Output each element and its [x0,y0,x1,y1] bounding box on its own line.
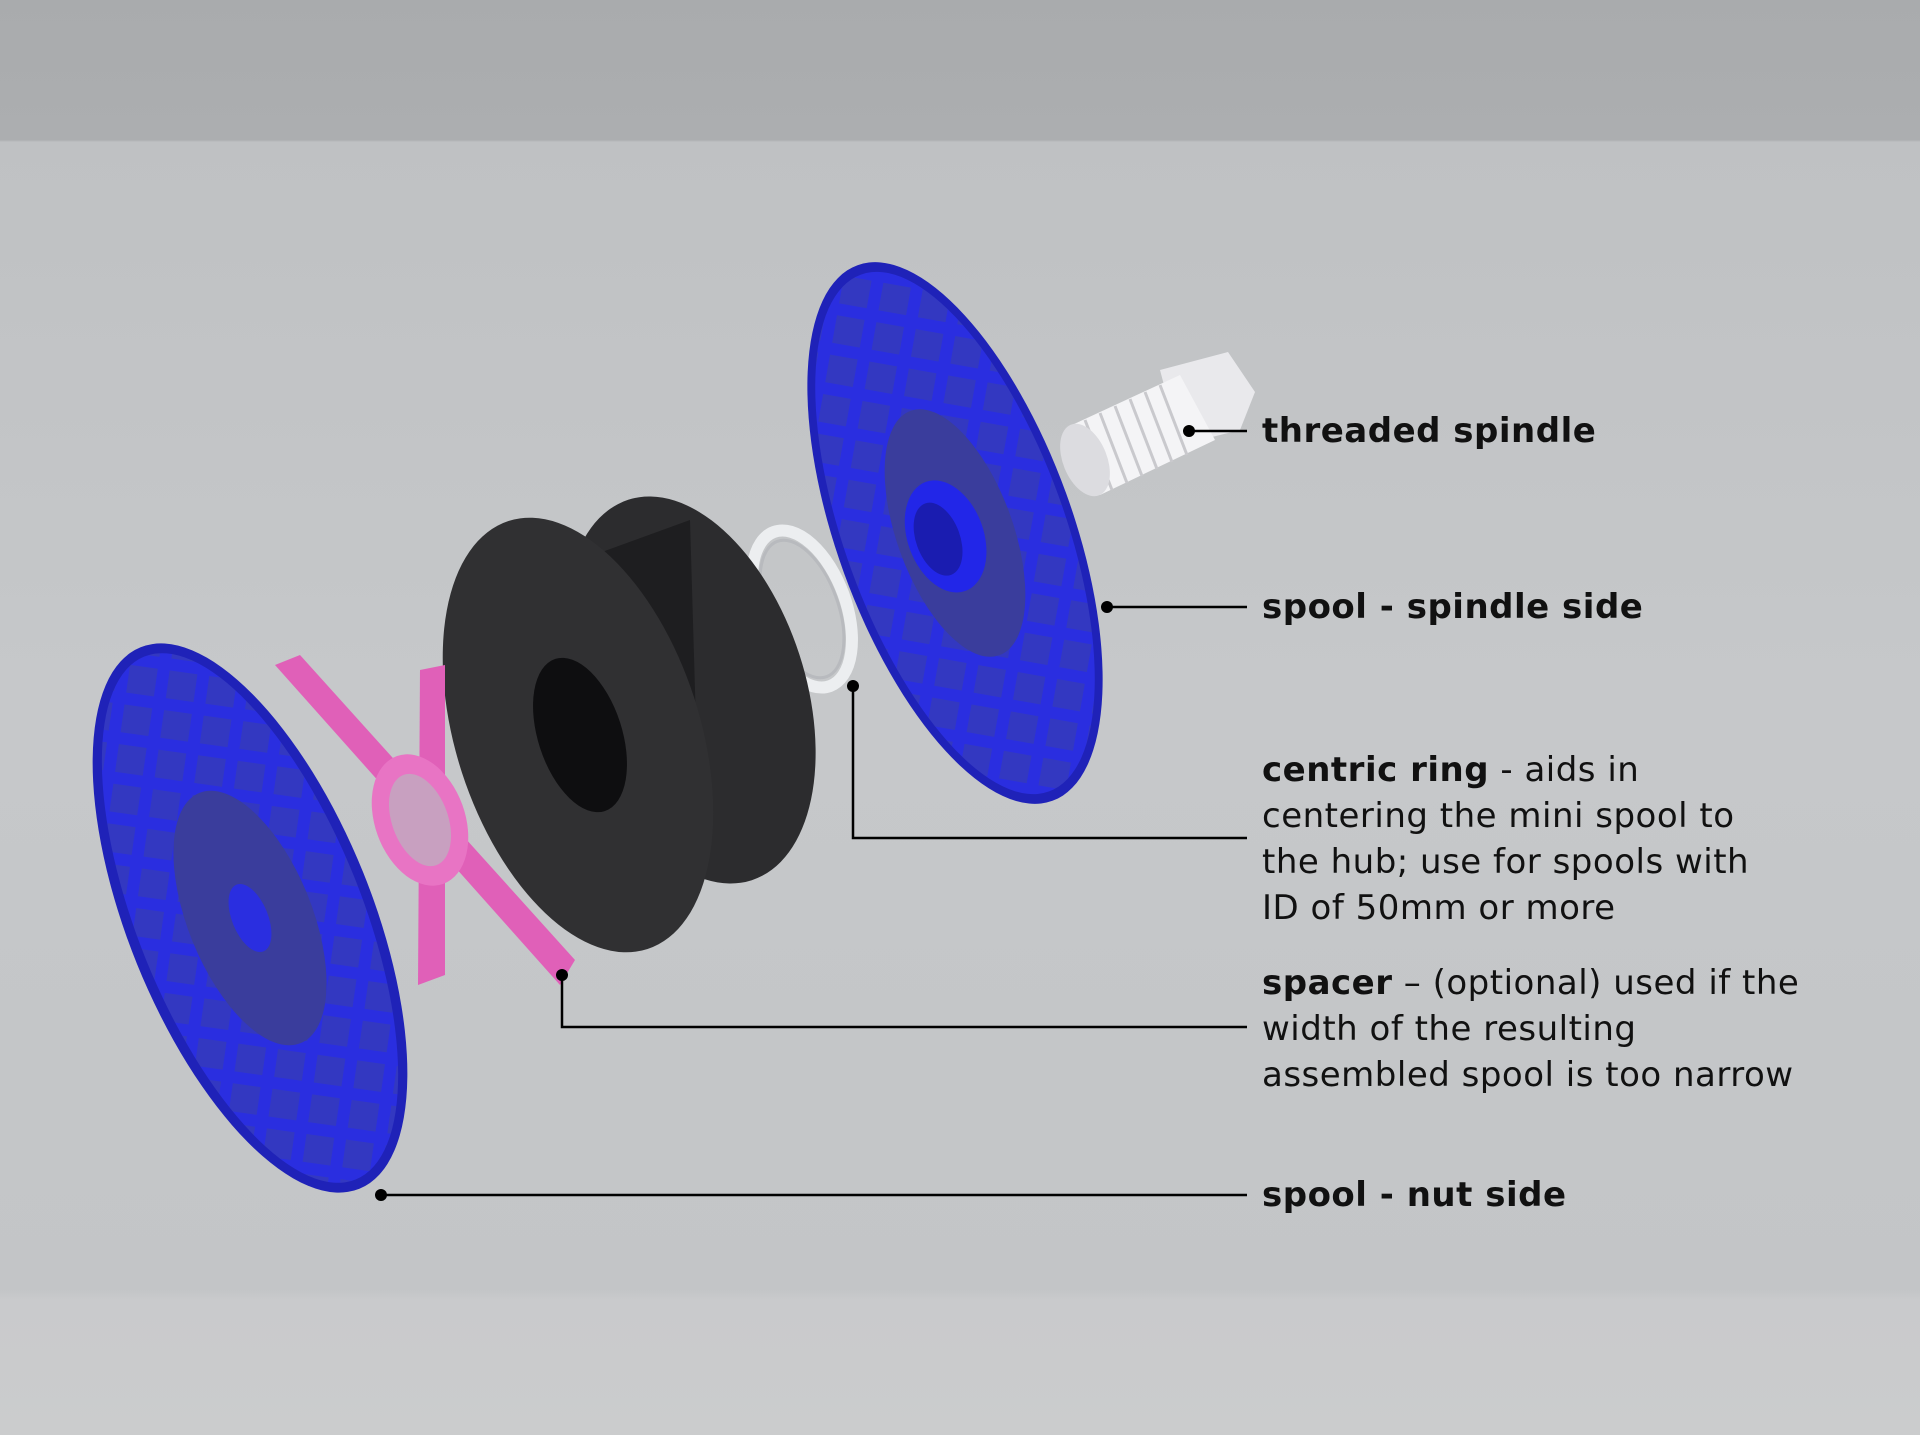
spacer [275,655,575,985]
label-desc-line: width of the resulting [1262,1009,1637,1049]
label-centric-ring: centric ring - aids in centering the min… [1262,747,1749,931]
leader-spacer [560,975,1247,1029]
leader-centric-ring [851,686,1247,840]
spool-nut-side [92,643,408,1193]
label-desc: - aids in [1489,750,1640,790]
leader-lines [381,429,1247,1197]
label-desc-line: the hub; use for spools with [1262,842,1750,882]
label-desc-line: centering the mini spool to [1262,796,1735,836]
label-threaded-spindle: threaded spindle [1262,408,1596,454]
label-desc-line: assembled spool is too narrow [1262,1055,1794,1095]
label-spool-nut-side: spool - nut side [1262,1172,1567,1218]
threaded-spindle [1060,352,1255,497]
label-title: centric ring [1262,750,1490,790]
mini-spool [442,496,816,953]
label-title: spool - nut side [1262,1175,1567,1215]
label-title: spool - spindle side [1262,587,1644,627]
spool-spindle-side [807,262,1103,804]
label-title: spacer [1262,963,1393,1003]
label-title: threaded spindle [1262,411,1597,451]
label-spacer: spacer – (optional) used if the width of… [1262,960,1799,1098]
label-desc: – (optional) used if the [1392,963,1800,1003]
label-spool-spindle-side: spool - spindle side [1262,584,1643,630]
leader-dots [375,425,1195,1201]
label-desc-line: ID of 50mm or more [1262,888,1616,928]
